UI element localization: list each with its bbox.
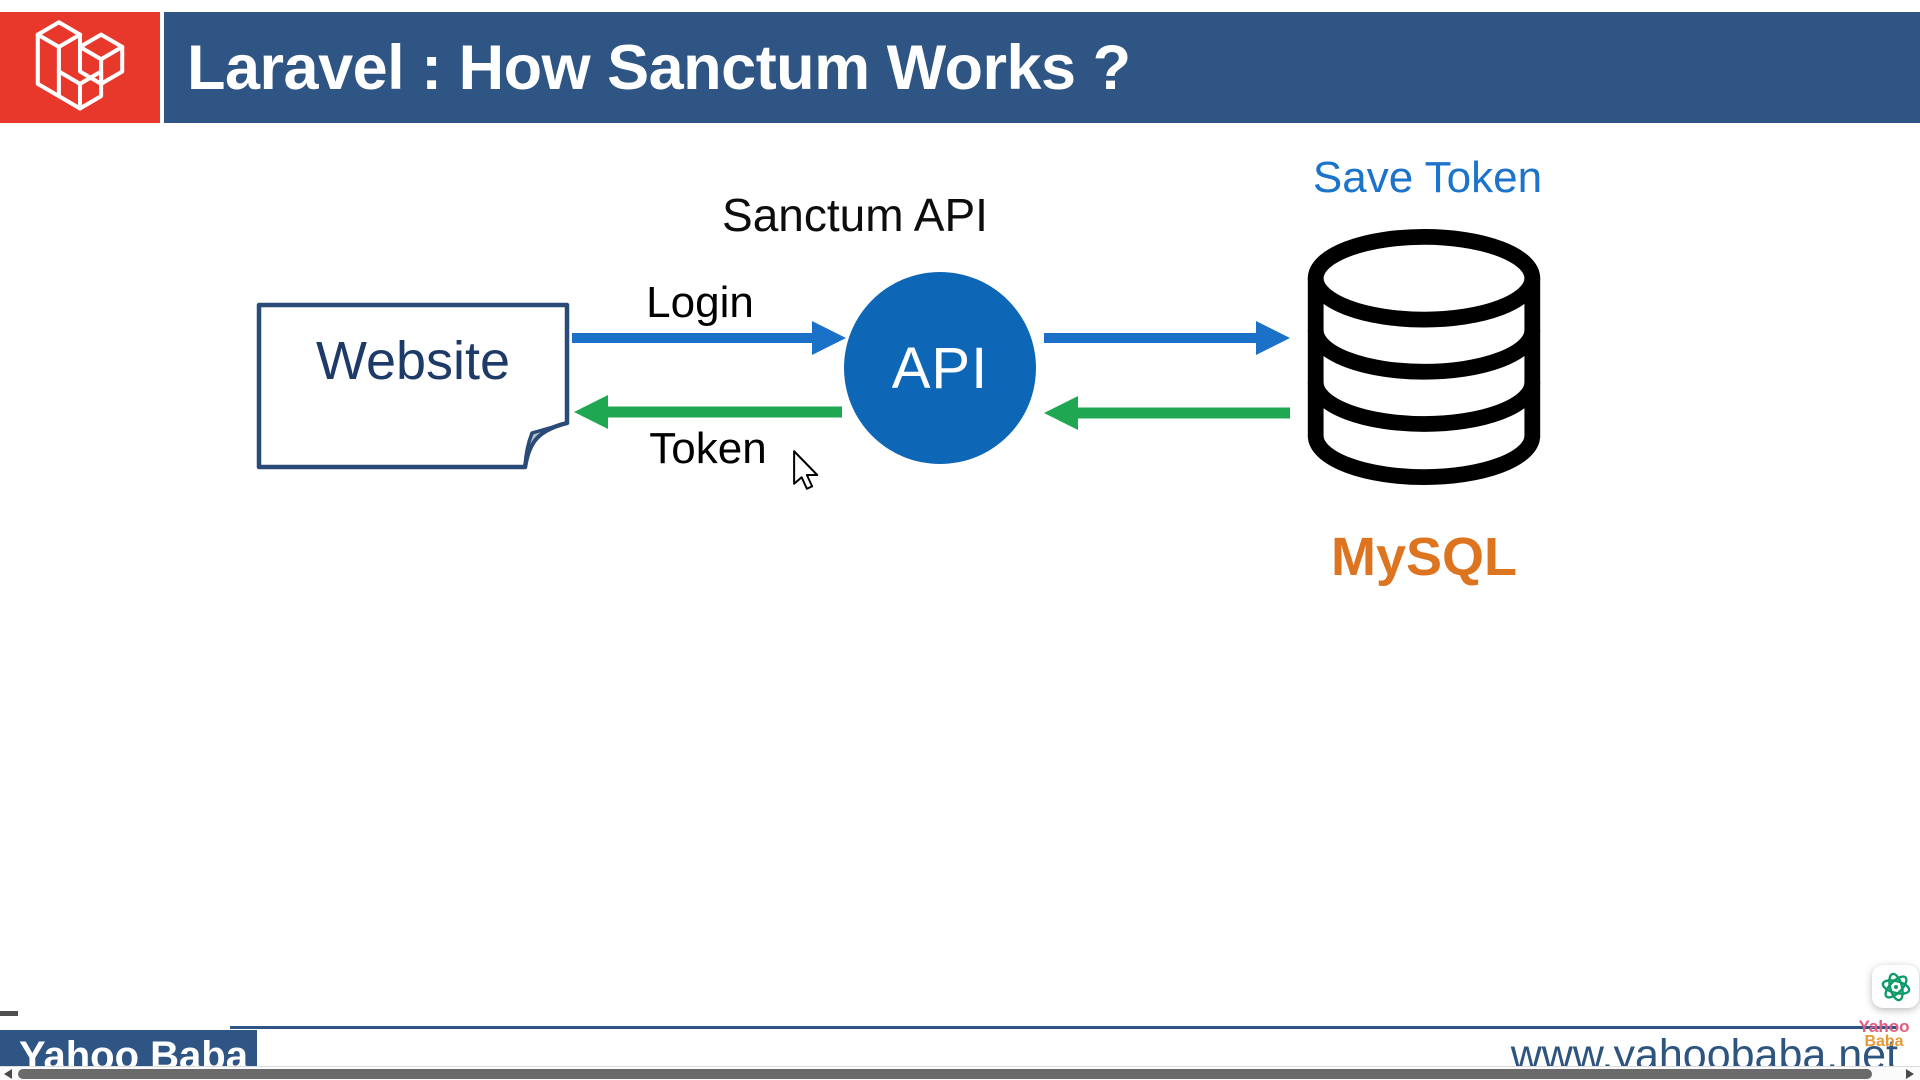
mouse-cursor-icon bbox=[793, 450, 819, 490]
channel-watermark: Yahoo Baba bbox=[1850, 1017, 1918, 1050]
save-token-label: Save Token bbox=[1312, 153, 1543, 202]
scroll-left-arrow-icon[interactable] bbox=[4, 1069, 12, 1079]
laravel-logo bbox=[0, 12, 160, 123]
progress-dash bbox=[0, 1011, 18, 1016]
api-to-db-arrow bbox=[1044, 321, 1290, 355]
db-to-api-arrow bbox=[1044, 396, 1290, 430]
mysql-label: MySQL bbox=[1330, 527, 1518, 587]
website-note-shape bbox=[256, 302, 570, 470]
scroll-right-arrow-icon[interactable] bbox=[1906, 1069, 1914, 1079]
sanctum-api-label: Sanctum API bbox=[722, 189, 988, 241]
watermark-line1: Yahoo bbox=[1858, 1017, 1910, 1036]
brand-label: Yahoo Baba bbox=[19, 1034, 248, 1066]
header-bar: Laravel : How Sanctum Works ? bbox=[0, 12, 1920, 123]
laravel-logo-icon bbox=[35, 19, 125, 110]
channel-logo-card bbox=[1872, 965, 1919, 1008]
token-label: Token bbox=[649, 424, 767, 473]
page-title: Laravel : How Sanctum Works ? bbox=[187, 32, 1131, 103]
brand-badge: Yahoo Baba bbox=[0, 1030, 257, 1066]
footer-rule bbox=[230, 1026, 1898, 1029]
token-arrow bbox=[574, 395, 842, 429]
login-arrow bbox=[572, 321, 846, 355]
horizontal-scrollbar[interactable] bbox=[0, 1066, 1920, 1080]
login-label: Login bbox=[646, 278, 754, 327]
database-icon bbox=[1307, 229, 1541, 485]
atom-logo-icon bbox=[1881, 972, 1910, 1001]
api-node: API bbox=[844, 272, 1036, 464]
watermark-line2: Baba bbox=[1864, 1033, 1904, 1050]
website-label: Website bbox=[315, 331, 511, 391]
title-bar: Laravel : How Sanctum Works ? bbox=[164, 12, 1920, 123]
api-node-label: API bbox=[891, 335, 989, 401]
scrollbar-thumb[interactable] bbox=[18, 1069, 1872, 1079]
